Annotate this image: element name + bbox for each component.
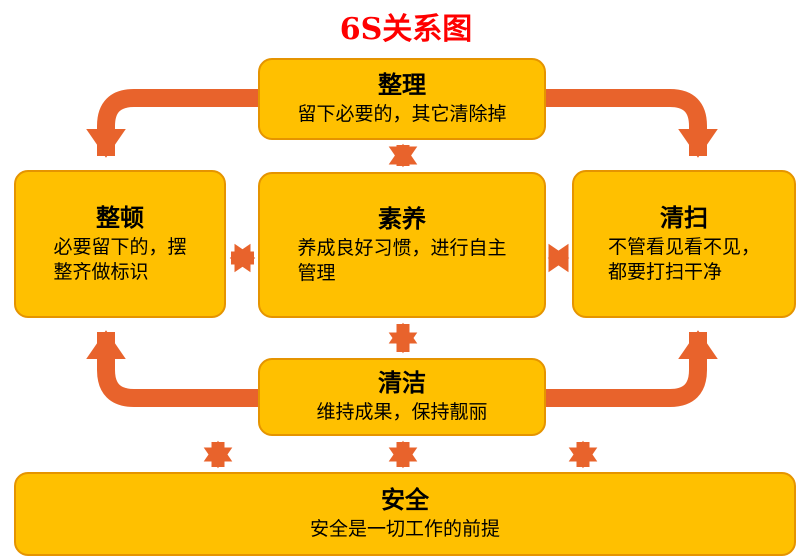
arrow-bottom-left-curve	[86, 330, 258, 407]
box-qingjie-desc: 维持成果，保持靓丽	[316, 401, 488, 424]
box-qingsao: 清扫 不管看见看不见， 都要打扫干净	[572, 170, 796, 318]
box-zhengli-title: 整理	[378, 70, 426, 100]
arrow-top-right-curve	[546, 89, 718, 158]
box-anquan: 安全 安全是一切工作的前提	[14, 472, 796, 556]
arrow-top-left-curve	[86, 89, 258, 158]
box-anquan-desc: 安全是一切工作的前提	[309, 518, 500, 541]
box-zhengdun-desc: 必要留下的，摆 整齐做标识	[53, 235, 187, 283]
box-qingsao-title: 清扫	[660, 202, 708, 232]
box-qingjie: 清洁 维持成果，保持靓丽	[258, 358, 546, 436]
box-suyang: 素养 养成良好习惯，进行自主 管理	[258, 172, 546, 318]
box-qingjie-title: 清洁	[378, 368, 426, 398]
page-title: 6S关系图	[339, 12, 473, 47]
box-zhengdun-title: 整顿	[96, 202, 144, 232]
arrow-bottom-right-curve	[546, 330, 718, 407]
box-qingsao-desc: 不管看见看不见， 都要打扫干净	[607, 235, 760, 283]
box-zhengli-desc: 留下必要的，其它清除掉	[297, 103, 507, 126]
box-zhengli: 整理 留下必要的，其它清除掉	[258, 58, 546, 140]
box-suyang-desc: 养成良好习惯，进行自主 管理	[297, 236, 507, 284]
box-anquan-title: 安全	[381, 485, 429, 515]
box-zhengdun: 整顿 必要留下的，摆 整齐做标识	[14, 170, 226, 318]
box-suyang-title: 素养	[378, 203, 426, 233]
